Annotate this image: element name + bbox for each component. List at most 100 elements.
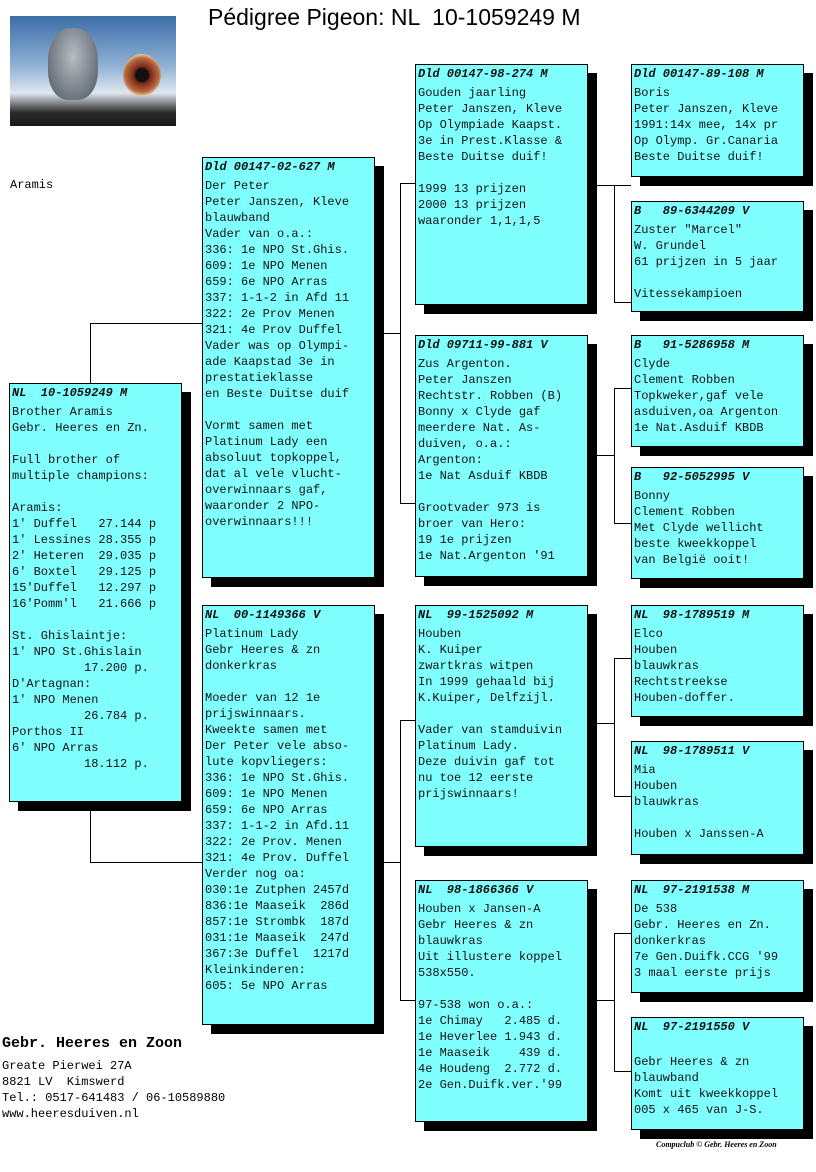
pigeon-info-line: 26.784 p. [12,709,149,723]
pigeon-info-line: 609: 1e NPO Menen [205,787,328,801]
pigeon-info-line: Clyde [634,357,671,371]
pigeon-info-line [634,270,801,286]
connector [614,1071,631,1072]
pigeon-info-line: prestatieklasse [205,371,314,385]
pigeon-info-line: 836:1e Maaseik 286d [205,899,350,913]
side-label: Aramis [10,178,54,192]
pigeon-info-line [418,165,585,181]
pigeon-info-line: meerdere Nat. As- [418,421,541,435]
pigeon-info-line [12,612,179,628]
pigeon-info-line: 2000 13 prijzen [418,198,527,212]
pigeon-info-line: Full brother of [12,453,121,467]
pigeon-info-line: Kweekte samen met [205,723,328,737]
pigeon-info-line: Mia [634,763,656,777]
address-line: Greate Pierwei 27A [2,1059,132,1073]
pigeon-info-line: Houben x Jansen-A [418,902,541,916]
pigeon-info-line: Verder nog oa: [205,867,306,881]
pigeon-info-line: Gebr. Heeres en Zn. [634,918,771,932]
pigeon-info-line: van België ooit! [634,553,750,567]
connector [90,323,202,324]
pigeon-info-line: 659: 6e NPO Arras [205,275,328,289]
pigeon-info-line: W. Grundel [634,239,707,253]
pigeon-info-line: absoluut topkoppel, [205,451,342,465]
pigeon-info-line: 1999 13 prijzen [418,182,527,196]
credit-text: Compuclub © Gebr. Heeres en Zoon [656,1140,777,1149]
ring-number: B 91-5286958 M [634,338,750,352]
pigeon-info-line: In 1999 gehaald bij [418,675,555,689]
pigeon-info-line: nu toe 12 eerste [418,771,534,785]
pigeon-info-line [12,436,179,452]
pigeon-info-line [418,706,585,722]
pigeon-info-line: 18.112 p. [12,757,149,771]
pigeon-info-line: K.Kuiper, Delfzijl. [418,691,555,705]
pigeon-info-line: overwinnaars!!! [205,515,314,529]
pigeon-info-line: De 538 [634,902,678,916]
pigeon-info-line: asduiven,oa Argenton [634,405,779,419]
connector [400,183,415,184]
pigeon-info-line: D'Artagnan: [12,677,92,691]
pigeon-info-line: 605: 5e NPO Arras [205,979,328,993]
pigeon-info-line: 3 maal eerste prijs [634,966,771,980]
connector [614,933,631,934]
connector [400,720,401,1000]
pigeon-info-line [418,981,585,997]
pigeon-info-line: Komt uit kweekkoppel [634,1087,779,1101]
connector [614,933,615,1071]
ring-number: Dld 09711-99-881 V [418,338,548,352]
pigeon-info-line: 97-538 won o.a.: [418,998,534,1012]
ring-number: NL 97-2191550 V [634,1020,750,1034]
pigeon-info-line: 3e in Prest.Klasse & [418,134,563,148]
pigeon-info-line: 322: 2e Prov Menen [205,307,335,321]
pigeon-info-line: Zuster "Marcel" [634,223,743,237]
ring-number: B 92-5052995 V [634,470,750,484]
pigeon-info-line: Rechtstreekse [634,675,728,689]
pigeon-info-line: duiven, o.a.: [418,437,512,451]
pigeon-info-line: Peter Janszen, Kleve [634,102,779,116]
connector [377,862,400,863]
pigeon-info-line: Gebr Heeres & zn [634,1055,750,1069]
pigeon-info-line: Moeder van 12 1e [205,691,321,705]
website-link[interactable]: www.heeresduiven.nl [2,1107,139,1121]
pigeon-info-line: 1' NPO Menen [12,693,99,707]
pigeon-info-line: Rechtstr. Robben (B) [418,389,563,403]
connector [614,658,615,796]
pigeon-info-line: waaronder 1,1,1,5 [418,214,541,228]
connector [614,185,631,186]
pigeon-info-line [418,484,585,500]
connector [614,796,631,797]
pigeon-info-line: K. Kuiper [418,643,483,657]
pigeon-info-line: Gebr Heeres & zn [205,643,321,657]
pigeon-info-line: blauwkras [634,795,699,809]
pigeon-info-line: St. Ghislaintje: [12,629,128,643]
pigeon-info-line [634,1038,801,1054]
pigeon-info-line: donkerkras [634,934,707,948]
connector [400,1000,415,1001]
pigeon-info-line: 1e Maaseik 439 d. [418,1046,563,1060]
pigeon-info-line: 336: 1e NPO St.Ghis. [205,243,350,257]
pigeon-info-line: 61 prijzen in 5 jaar [634,255,779,269]
connector [400,183,401,503]
pigeon-info-line: prijswinnaars! [418,787,519,801]
pigeon-info-line: Clement Robben [634,505,735,519]
pigeon-info-line: en Beste Duitse duif [205,387,350,401]
pigeon-info-line: 1e Nat.Argenton '91 [418,549,555,563]
breeder-info: Gebr. Heeres en Zoon Greate Pierwei 27A … [2,1034,225,1122]
pigeon-info-line: Gouden jaarling [418,86,527,100]
ring-number: NL 99-1525092 M [418,608,534,622]
ring-number: Dld 00147-89-108 M [634,67,764,81]
pigeon-info-line: Argenton: [418,453,483,467]
pigeon-info-line: 15'Duffel 12.297 p [12,581,157,595]
pigeon-info-line: Vitessekampioen [634,287,743,301]
pigeon-info-line: Houben-doffer. [634,691,735,705]
pigeon-info-line: 1e Heverlee 1.943 d. [418,1030,563,1044]
pigeon-info-line: 1' NPO St.Ghislain [12,645,142,659]
ring-number: NL 97-2191538 M [634,883,750,897]
